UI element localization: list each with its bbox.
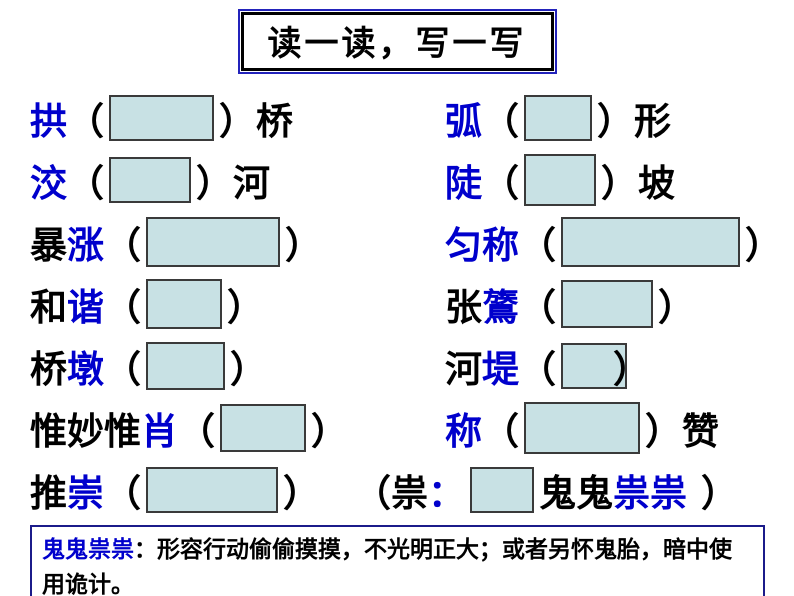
hanzi-black: 和 <box>30 287 67 328</box>
hanzi-black: 河 <box>233 163 270 204</box>
answer-box <box>561 343 627 389</box>
hanzi-blue: 洨 <box>30 163 67 204</box>
hanzi-black: 惟妙惟 <box>30 411 141 452</box>
vocab-item: 拱 （ ） 桥 <box>30 91 445 145</box>
answer-box <box>146 467 278 513</box>
hanzi-black: 形 <box>634 101 671 142</box>
title-area: 读一读，写一写 <box>0 0 794 74</box>
answer-box <box>146 217 280 267</box>
hanzi-blue: 墩 <box>67 349 104 390</box>
close-paren: ） <box>285 225 322 266</box>
answer-box <box>561 217 740 267</box>
vocab-row: 拱 （ ） 桥 弧 （ ） 形 <box>0 87 794 149</box>
hanzi-blue: 谐 <box>67 287 104 328</box>
vocab-item: 洨 （ ） 河 <box>30 153 445 207</box>
vocab-row: 桥 墩 （ ） 河 堤 （ ） <box>0 335 794 397</box>
answer-box <box>146 342 225 390</box>
open-paren: （ <box>482 101 519 142</box>
definition-text: ：形容行动偷偷摸摸，不光明正大；或者另怀鬼胎，暗中使用诡计。 <box>42 536 732 596</box>
close-paren: ） <box>196 163 233 204</box>
vocab-item: 陡 （ ） 坡 <box>445 153 675 207</box>
vocab-item: 张 鷟 （ ） <box>445 277 695 331</box>
hanzi-black: 桥 <box>256 101 293 142</box>
hanzi-black: 赞 <box>682 411 719 452</box>
hanzi-black: 鬼鬼 <box>539 473 613 514</box>
hanzi-black: 坡 <box>638 163 675 204</box>
answer-box <box>524 154 596 206</box>
close-paren: ） <box>613 349 650 390</box>
definition-note: 鬼鬼祟祟：形容行动偷偷摸摸，不光明正大；或者另怀鬼胎，暗中使用诡计。 <box>30 525 765 596</box>
open-paren: （ <box>104 287 141 328</box>
open-paren: （ <box>67 101 104 142</box>
hanzi-black: 河 <box>445 349 482 390</box>
hanzi-blue: 崇 <box>67 473 104 514</box>
open-paren: （ <box>104 225 141 266</box>
open-paren: （ <box>67 163 104 204</box>
answer-box <box>561 280 653 328</box>
hanzi-blue: 拱 <box>30 101 67 142</box>
close-paren: ） <box>219 101 256 142</box>
hanzi-blue: 称 <box>445 411 482 452</box>
open-paren: （ <box>482 163 519 204</box>
answer-box <box>109 157 191 203</box>
hanzi-blue: 肖 <box>141 411 178 452</box>
close-paren: ） <box>227 287 264 328</box>
answer-box <box>109 95 214 141</box>
open-paren: （ <box>519 225 556 266</box>
answer-box <box>524 402 640 454</box>
page-title: 读一读，写一写 <box>240 12 554 71</box>
close-paren: ） <box>745 225 782 266</box>
vocab-item: 弧 （ ） 形 <box>445 91 671 145</box>
hint-colon: ： <box>428 473 465 514</box>
vocab-item: 称 （ ） 赞 <box>445 401 719 455</box>
answer-box <box>220 404 306 452</box>
answer-box <box>470 467 534 513</box>
close-paren: ） <box>283 473 320 514</box>
vocab-item: 河 堤 （ ） <box>445 339 650 393</box>
open-paren: （ <box>104 473 141 514</box>
close-paren: ） <box>645 411 682 452</box>
hanzi-blue: 祟祟 <box>613 473 687 514</box>
open-paren: （ <box>178 411 215 452</box>
open-paren: （ <box>519 287 556 328</box>
hanzi-blue: 陡 <box>445 163 482 204</box>
answer-box <box>146 279 222 329</box>
title-box: 读一读，写一写 <box>237 9 557 74</box>
hint-close: ） <box>701 473 738 514</box>
hanzi-black: 暴 <box>30 225 67 266</box>
vocab-list: 拱 （ ） 桥 弧 （ ） 形 洨 （ ） 河 <box>0 87 794 521</box>
vocab-item: 匀称 （ ） <box>445 215 782 269</box>
hanzi-blue: 弧 <box>445 101 482 142</box>
close-paren: ） <box>601 163 638 204</box>
vocab-row: 惟妙惟 肖 （ ） 称 （ ） 赞 <box>0 397 794 459</box>
vocab-item: 和 谐 （ ） <box>30 277 445 331</box>
vocab-item: 暴 涨 （ ） <box>30 215 445 269</box>
vocab-row: 推 崇 （ ） （祟 ： 鬼鬼 祟祟 ） <box>0 459 794 521</box>
hanzi-black: 桥 <box>30 349 67 390</box>
vocab-row: 和 谐 （ ） 张 鷟 （ ） <box>0 273 794 335</box>
hanzi-blue: 匀称 <box>445 225 519 266</box>
vocab-row: 暴 涨 （ ） 匀称 （ ） <box>0 211 794 273</box>
hanzi-blue: 鷟 <box>482 287 519 328</box>
open-paren: （ <box>482 411 519 452</box>
vocab-row: 洨 （ ） 河 陡 （ ） 坡 <box>0 149 794 211</box>
definition-term: 鬼鬼祟祟 <box>42 536 134 562</box>
hanzi-black: 张 <box>445 287 482 328</box>
vocab-item: 桥 墩 （ ） <box>30 339 445 393</box>
open-paren: （ <box>519 349 556 390</box>
hanzi-blue: 涨 <box>67 225 104 266</box>
hint-open: （祟 <box>354 473 428 514</box>
close-paren: ） <box>230 349 267 390</box>
hanzi-black: 推 <box>30 473 67 514</box>
hanzi-blue: 堤 <box>482 349 519 390</box>
close-paren: ） <box>311 411 348 452</box>
vocab-item: 惟妙惟 肖 （ ） <box>30 401 445 455</box>
close-paren: ） <box>597 101 634 142</box>
answer-box <box>524 95 592 141</box>
close-paren: ） <box>658 287 695 328</box>
open-paren: （ <box>104 349 141 390</box>
